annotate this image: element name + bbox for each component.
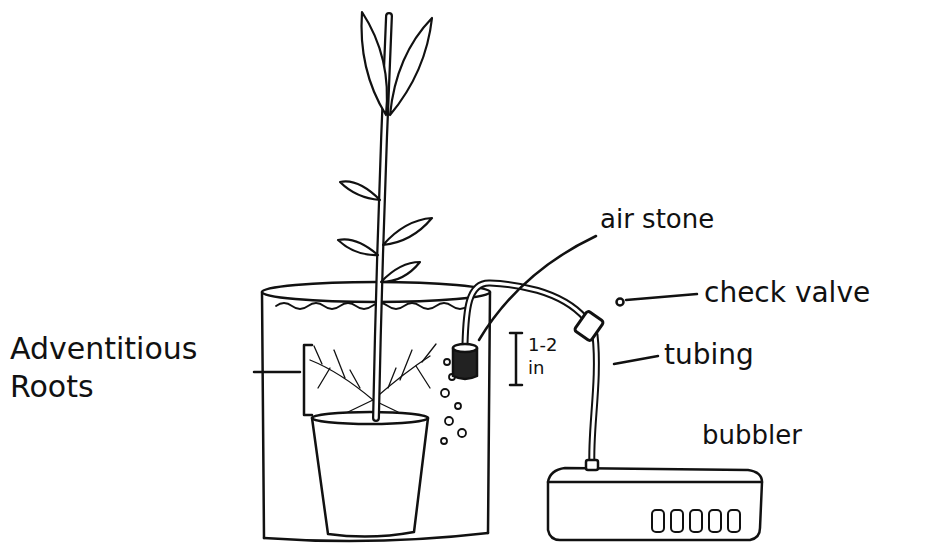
bubbler-body <box>548 482 762 540</box>
leader-line <box>254 371 300 374</box>
leaves <box>338 12 432 282</box>
bubbler-top <box>548 468 762 482</box>
water-surface <box>276 303 468 309</box>
pot <box>312 418 428 537</box>
bucket-wall <box>488 292 490 533</box>
bracket <box>304 345 312 415</box>
leader-end <box>617 299 624 306</box>
part-label: check valve <box>704 276 870 310</box>
part-label: tubing <box>664 338 754 372</box>
leader-line <box>614 356 658 364</box>
tubing-core <box>592 335 597 466</box>
leader-line <box>626 294 697 300</box>
vent-slots <box>652 510 740 532</box>
bucket-wall <box>262 292 264 538</box>
part-label: bubbler <box>702 420 802 451</box>
part-label: air stone <box>600 204 714 235</box>
leader-line <box>479 236 596 340</box>
part-label: Adventitious Roots <box>10 330 245 405</box>
dimension-label: 1-2 in <box>528 334 568 379</box>
dimension-line <box>510 333 522 385</box>
pot-rim <box>312 412 428 424</box>
check-valve <box>574 310 604 341</box>
tubing <box>592 335 597 466</box>
air-outlet <box>586 460 598 470</box>
air-stone-top <box>453 344 477 352</box>
